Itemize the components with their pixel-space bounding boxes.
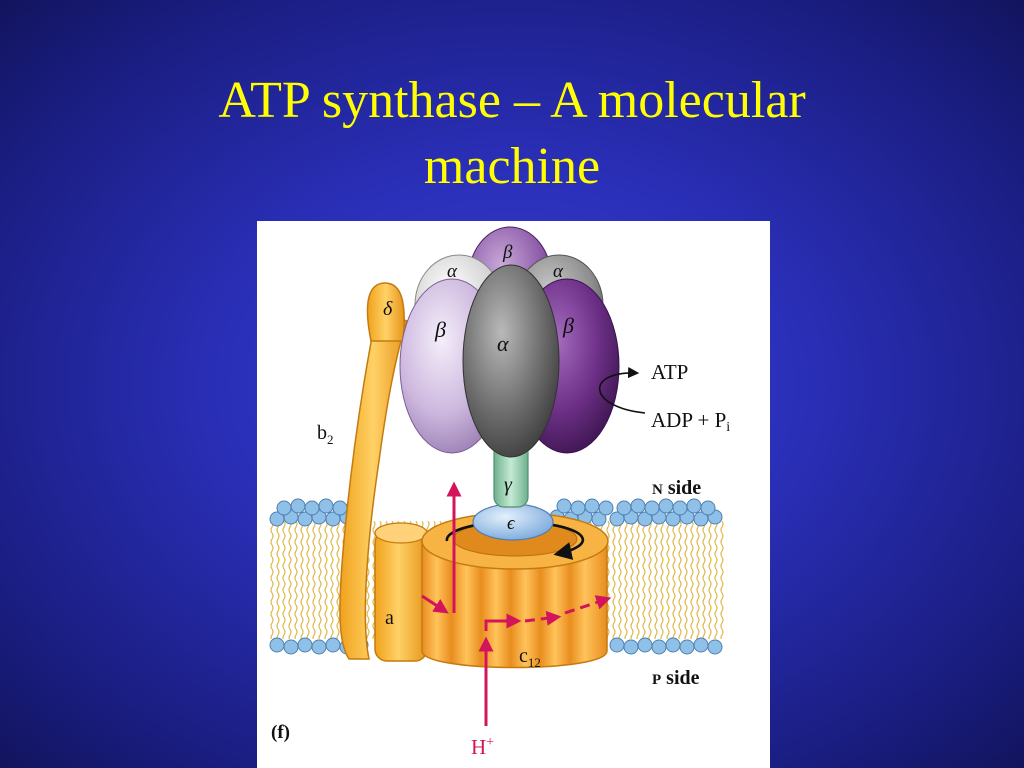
p-side-label: P side <box>652 667 700 689</box>
a-label: a <box>385 607 394 629</box>
beta-left-label: β <box>434 317 446 342</box>
atp-label: ATP <box>651 360 688 384</box>
beta-right-label: β <box>562 313 574 338</box>
epsilon-label: ϵ <box>507 513 516 534</box>
lipid-heads-bottom <box>269 637 723 655</box>
epsilon-subunit: ϵ <box>472 503 554 541</box>
alpha-right-label: α <box>553 261 564 282</box>
slide-title-line-1: ATP synthase – A molecular <box>218 72 806 129</box>
slide-title-line-2: machine <box>423 138 601 195</box>
f1-head: β α α β β α <box>399 226 620 458</box>
panel-label: (f) <box>271 722 290 743</box>
beta-top-label: β <box>502 242 513 263</box>
gamma-label: γ <box>504 474 513 496</box>
b2-label: b2 <box>317 422 334 447</box>
alpha-left-label: α <box>447 261 458 282</box>
c-label: c12 <box>519 645 541 670</box>
alpha-front-label: α <box>497 331 509 356</box>
proton-arrow-into-ring <box>421 594 449 614</box>
delta-subunit: δ <box>366 282 405 342</box>
slide-title: ATP synthase – A molecular machine <box>0 68 1024 200</box>
h-plus-label: H+ <box>471 735 494 759</box>
peripheral-stalk-b2 <box>339 310 408 660</box>
atp-synthase-figure: δ a c12 ϵ γ β α α β β α <box>257 221 770 768</box>
proton-arrow-turn <box>484 613 522 631</box>
c-ring: c12 <box>421 512 609 670</box>
n-side-label: N side <box>652 477 701 499</box>
delta-label: δ <box>383 298 393 320</box>
a-subunit: a <box>374 522 428 662</box>
adp-pi-label: ADP + Pi <box>651 408 730 435</box>
proton-arrow-around-1 <box>524 610 562 626</box>
proton-arrow-around-2 <box>564 595 612 615</box>
proton-path <box>421 481 612 726</box>
atp-reaction: ATP ADP + Pi <box>598 360 730 435</box>
atp-synthase-diagram: δ a c12 ϵ γ β α α β β α <box>269 226 730 759</box>
